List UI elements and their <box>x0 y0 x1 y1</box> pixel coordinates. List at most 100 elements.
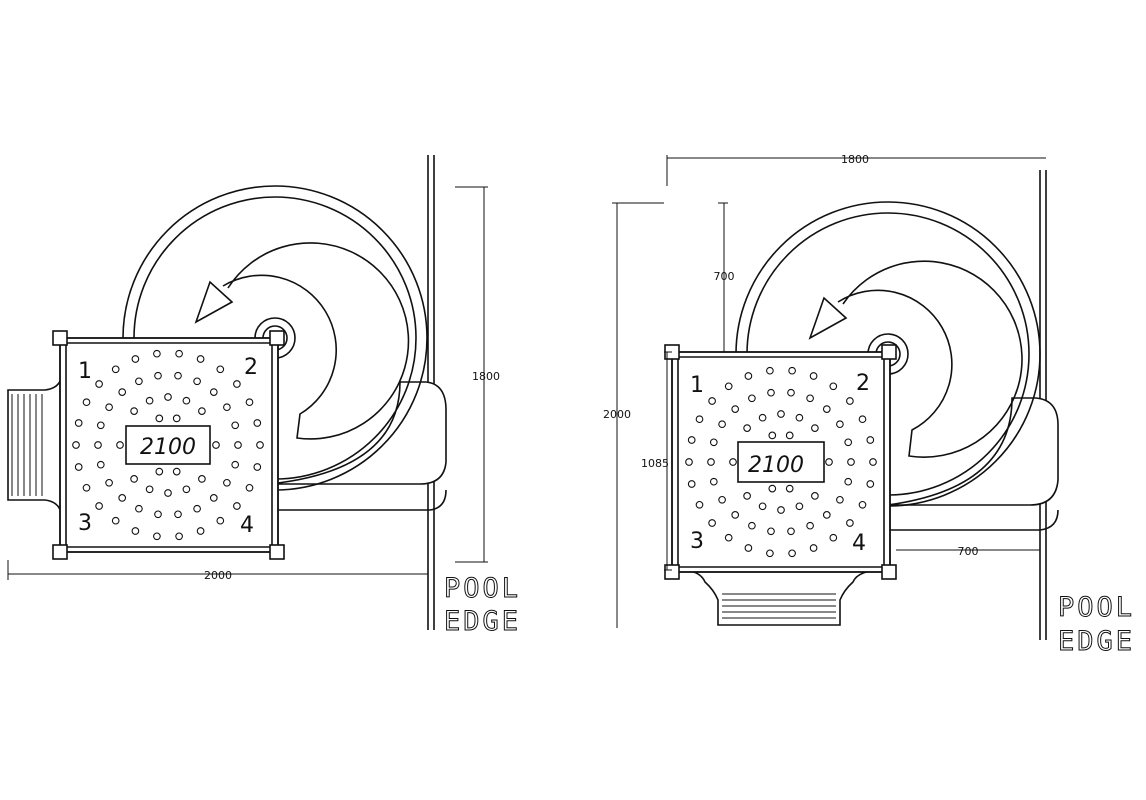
perforation-hole <box>731 511 740 519</box>
perforation-hole <box>767 388 775 397</box>
perforation-hole <box>233 502 241 510</box>
perforation-hole <box>96 460 105 469</box>
perforation-hole <box>743 492 751 500</box>
dimension-side-right: 700 <box>958 545 979 558</box>
perforation-hole <box>748 394 756 403</box>
slide-exit-left <box>269 381 447 485</box>
perforation-hole <box>118 388 127 396</box>
perforation-hole <box>193 504 201 513</box>
perforation-hole <box>809 372 818 380</box>
perforation-hole <box>766 366 774 375</box>
ladder-left <box>7 371 63 521</box>
model-label-box-left <box>125 425 211 465</box>
perforation-hole <box>806 394 814 403</box>
right-plan: 2100 1 2 3 4 1800 2000 700 1085 7 <box>603 153 1135 658</box>
perforation-hole <box>82 398 91 407</box>
perforation-hole <box>96 421 105 430</box>
perforation-hole <box>825 458 833 466</box>
dimensions-left: 2000 1800 <box>7 186 500 582</box>
perforation-hole <box>174 510 182 519</box>
perforation-hole <box>155 414 164 423</box>
corner-number-1-right: 1 <box>690 373 704 398</box>
perforation-hole <box>216 365 225 374</box>
perforation-hole <box>172 414 181 423</box>
model-label-left: 2100 <box>140 435 196 460</box>
perforation-hole <box>809 544 818 552</box>
dimensions-right: 1800 2000 700 1085 700 <box>603 153 1046 628</box>
perforation-hole <box>724 533 733 542</box>
perforation-hole <box>182 396 191 405</box>
perforation-hole <box>758 413 767 422</box>
perforation-hole <box>130 475 138 483</box>
perforation-hole <box>846 397 854 405</box>
perforation-hole <box>105 478 113 487</box>
perforation-hole <box>829 382 838 391</box>
perforation-hole <box>154 510 162 519</box>
pool-edge-label-line1-left: POOL <box>444 573 521 604</box>
perforation-hole <box>836 495 844 504</box>
perforation-hole <box>111 516 120 525</box>
pool-edge-label-line1-right: POOL <box>1058 592 1135 623</box>
perforation-hole <box>758 502 767 511</box>
perforation-hole <box>687 480 696 488</box>
perforation-hole <box>811 424 819 432</box>
perforation-hole <box>223 478 231 487</box>
perforation-hole <box>95 380 103 388</box>
dimension-platform-right: 1085 <box>641 457 669 470</box>
perforation-hole <box>866 436 875 444</box>
perforation-hole <box>708 397 716 405</box>
perforation-hole <box>822 405 831 413</box>
perforation-hole <box>74 463 83 471</box>
perforation-hole <box>196 527 205 535</box>
perforation-hole <box>788 366 796 375</box>
perforation-hole <box>785 484 794 493</box>
perforation-hole <box>135 504 143 513</box>
perforation-hole <box>209 388 218 396</box>
perforation-hole <box>131 527 140 535</box>
perforation-hole <box>866 480 875 488</box>
perforation-hole <box>94 441 102 449</box>
dimension-offset-right: 700 <box>714 270 735 283</box>
perforation-hole <box>785 431 794 440</box>
dimension-width-left: 2000 <box>204 569 232 582</box>
platform-perforations-left <box>72 349 264 541</box>
perforation-hole <box>155 467 164 476</box>
model-label-right: 2100 <box>748 453 804 478</box>
perforation-hole <box>708 519 716 527</box>
perforation-hole <box>145 485 154 494</box>
perforation-hole <box>153 349 161 358</box>
corner-number-3-right: 3 <box>690 529 704 554</box>
perforation-hole <box>216 516 225 525</box>
perforation-hole <box>847 458 855 466</box>
perforation-hole <box>768 484 777 493</box>
perforation-hole <box>836 420 844 429</box>
perforation-hole <box>111 365 120 374</box>
perforation-hole <box>787 388 795 397</box>
perforation-hole <box>212 441 220 449</box>
dimension-top-right: 1800 <box>841 153 869 166</box>
perforation-hole <box>744 544 753 552</box>
perforation-hole <box>787 527 795 536</box>
perforation-hole <box>82 483 91 492</box>
perforation-hole <box>718 420 726 429</box>
corner-number-2-right: 2 <box>856 371 870 396</box>
perforation-hole <box>685 458 693 466</box>
perforation-hole <box>822 511 831 519</box>
perforation-hole <box>95 502 103 510</box>
perforation-hole <box>135 377 143 386</box>
perforation-hole <box>164 393 172 401</box>
left-plan: 2100 1 2 3 4 2000 1800 POOL EDGE <box>7 155 521 638</box>
perforation-hole <box>724 382 733 391</box>
perforation-hole <box>795 413 804 422</box>
dimension-overall-right: 2000 <box>603 408 631 421</box>
perforation-hole <box>695 415 704 424</box>
perforation-hole <box>256 441 264 449</box>
perforation-hole <box>223 403 231 412</box>
perforation-hole <box>869 458 877 466</box>
perforation-hole <box>116 441 124 449</box>
ladder-right <box>679 569 885 626</box>
perforation-hole <box>245 398 254 407</box>
perforation-hole <box>74 419 83 427</box>
platform-perforations-right <box>685 366 877 558</box>
